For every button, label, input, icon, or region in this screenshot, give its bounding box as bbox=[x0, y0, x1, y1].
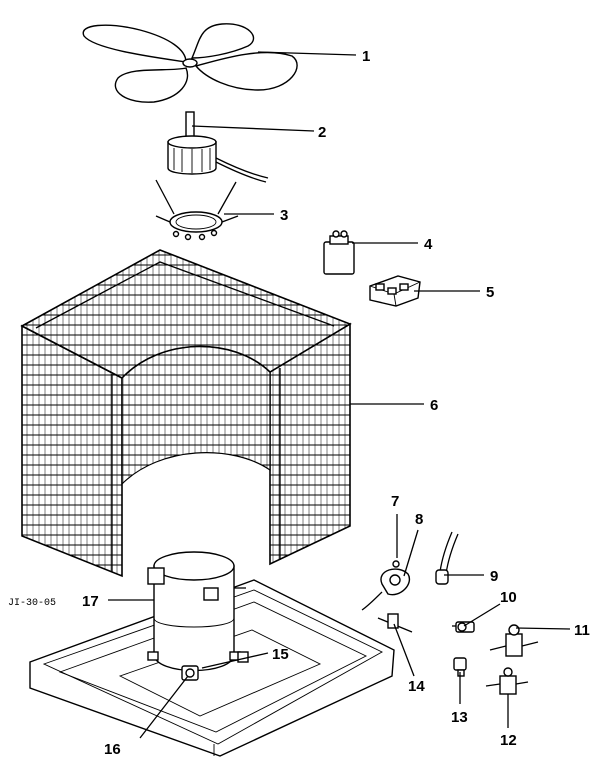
service-valve-11-drawing bbox=[489, 624, 539, 657]
parts-15-16-drawing bbox=[181, 651, 249, 681]
callout-5: 5 bbox=[486, 284, 494, 301]
callout-2: 2 bbox=[318, 124, 326, 141]
fitting-13-drawing bbox=[453, 657, 467, 677]
capacitor-drawing bbox=[323, 230, 355, 275]
condenser-coil-drawing bbox=[20, 249, 352, 578]
callout-13: 13 bbox=[451, 709, 468, 726]
fan-blade-drawing bbox=[82, 23, 298, 103]
fitting-14-drawing bbox=[377, 613, 413, 633]
callout-9: 9 bbox=[490, 568, 498, 585]
callout-7: 7 bbox=[391, 493, 399, 510]
tube-fitting-drawing bbox=[435, 531, 459, 585]
callout-14: 14 bbox=[408, 678, 425, 695]
callout-12: 12 bbox=[500, 732, 517, 749]
contactor-drawing bbox=[369, 275, 421, 307]
callout-4: 4 bbox=[424, 236, 433, 253]
leader-lines bbox=[108, 51, 571, 739]
callout-10: 10 bbox=[500, 589, 517, 606]
fitting-10-drawing bbox=[452, 621, 475, 633]
drawing-code: JI-30-05 bbox=[8, 598, 56, 609]
callout-16: 16 bbox=[104, 741, 121, 758]
motor-mount-drawing bbox=[155, 179, 239, 241]
callout-11: 11 bbox=[574, 622, 590, 639]
service-valve-12-drawing bbox=[485, 667, 529, 695]
callout-3: 3 bbox=[280, 207, 288, 224]
callout-6: 6 bbox=[430, 397, 438, 414]
fan-motor-drawing bbox=[167, 111, 269, 183]
callout-15: 15 bbox=[272, 646, 289, 663]
callout-17: 17 bbox=[82, 593, 99, 610]
callout-1: 1 bbox=[362, 48, 370, 65]
small-parts-7-8-drawing bbox=[361, 560, 411, 611]
compressor-drawing bbox=[147, 551, 246, 672]
callout-8: 8 bbox=[415, 511, 423, 528]
